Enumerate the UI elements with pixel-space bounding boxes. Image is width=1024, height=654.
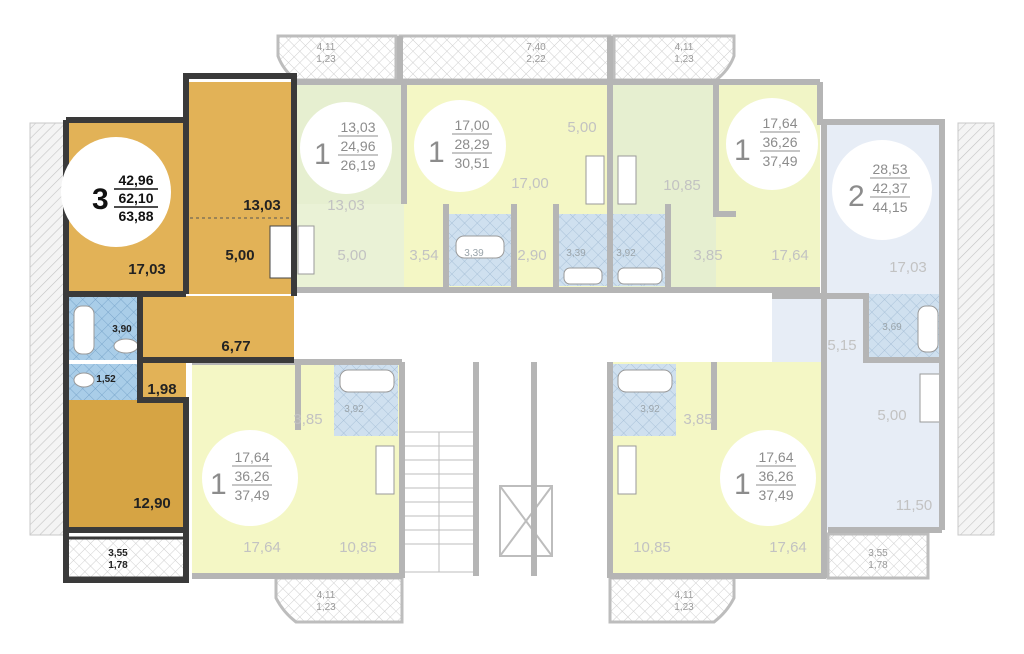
balcony-bot-right <box>608 576 736 624</box>
room-area: 3,92 <box>640 404 660 415</box>
room-area: 3,92 <box>616 248 636 259</box>
balcony-area: 4,11 <box>675 42 694 53</box>
badge-apt-3-living: 42,96 <box>118 172 153 188</box>
room-area: 1,52 <box>96 374 116 385</box>
badge-rooms: 1 <box>734 468 751 501</box>
room-area: 5,00 <box>337 247 366 264</box>
balcony-bot-left <box>274 576 404 624</box>
badge-apt-1-bot-left[interactable]: 1 17,64 36,26 37,49 <box>202 430 298 526</box>
room-area: 17,64 <box>769 539 807 556</box>
badge-living: 17,64 <box>758 449 793 465</box>
badge-total-balcony: 30,51 <box>454 155 489 171</box>
badge-apt-3-total-balcony: 63,88 <box>118 208 153 224</box>
room-area: 10,85 <box>663 177 701 194</box>
room-area: 3,85 <box>693 247 722 264</box>
balcony-coef: 2,22 <box>526 54 546 65</box>
badge-apt-1-top-right[interactable]: 1 17,64 36,26 37,49 <box>726 98 818 190</box>
apt-3-room-c[interactable] <box>66 400 186 530</box>
room-area: 17,03 <box>889 259 927 276</box>
facade-hatch-left <box>29 122 65 536</box>
badge-total: 24,96 <box>340 138 375 154</box>
apt-3-kitchen-counter <box>269 225 295 279</box>
badge-living: 17,00 <box>454 117 489 133</box>
balcony-coef: 1,23 <box>316 54 336 65</box>
balcony-coef: 1,78 <box>868 560 888 571</box>
apt-3-walls <box>63 73 297 583</box>
room-area: 2,90 <box>517 247 546 264</box>
room-area: 11,50 <box>896 497 932 514</box>
room-area: 6,77 <box>221 338 250 355</box>
room-area: 3,85 <box>293 411 322 428</box>
room-area: 3,85 <box>683 411 712 428</box>
room-area: 5,00 <box>877 407 906 424</box>
badge-total: 36,26 <box>758 468 793 484</box>
balcony-area: 4,11 <box>317 42 336 53</box>
balcony-area: 7,40 <box>526 42 546 53</box>
badge-living: 28,53 <box>872 161 907 177</box>
facade-hatch-right <box>957 122 995 536</box>
balcony-area: 3,55 <box>868 548 888 559</box>
room-area: 13,03 <box>243 197 281 214</box>
room-area: 17,03 <box>128 261 166 278</box>
room-area: 12,90 <box>133 495 171 512</box>
room-area: 5,00 <box>567 119 596 136</box>
room-area: 1,98 <box>147 381 176 398</box>
room-area: 3,39 <box>464 248 484 259</box>
balcony-coef: 1,78 <box>108 560 128 571</box>
room-area: 3,90 <box>112 324 132 335</box>
balcony-area: 3,55 <box>108 548 128 559</box>
badge-rooms: 2 <box>848 180 865 213</box>
balcony-a2 <box>826 532 930 580</box>
stairwell <box>403 431 475 573</box>
room-area: 10,85 <box>339 539 377 556</box>
room-area: 3,54 <box>409 247 438 264</box>
elevator <box>499 485 553 557</box>
badge-rooms: 1 <box>314 138 331 171</box>
badge-total: 36,26 <box>234 468 269 484</box>
badge-apt-1-top-left[interactable]: 1 13,03 24,96 26,19 <box>300 102 392 194</box>
badge-total: 42,37 <box>872 180 907 196</box>
badge-rooms: 1 <box>734 134 751 167</box>
balcony-coef: 1,23 <box>674 602 694 613</box>
badge-total: 36,26 <box>762 134 797 150</box>
room-area: 5,15 <box>827 337 856 354</box>
badge-total-balcony: 26,19 <box>340 157 375 173</box>
badge-apt-3-rooms: 3 <box>92 183 109 216</box>
room-area: 17,00 <box>511 175 549 192</box>
balcony-coef: 1,23 <box>316 602 336 613</box>
badge-apt-3[interactable]: 3 42,96 62,10 63,88 <box>61 137 171 247</box>
badge-living: 13,03 <box>340 119 375 135</box>
room-area: 5,00 <box>225 247 254 264</box>
balcony-coef: 1,23 <box>674 54 694 65</box>
badge-apt-2[interactable]: 2 28,53 42,37 44,15 <box>832 140 932 240</box>
badge-apt-1-bot-right[interactable]: 1 17,64 36,26 37,49 <box>720 430 816 526</box>
room-area: 13,03 <box>327 197 365 214</box>
balcony-area: 4,11 <box>675 590 694 601</box>
badge-rooms: 1 <box>210 468 227 501</box>
badge-total-balcony: 37,49 <box>758 487 793 503</box>
apt-3-hall[interactable] <box>140 296 294 360</box>
room-area: 3,39 <box>566 248 586 259</box>
room-area: 10,85 <box>633 539 671 556</box>
badge-total-balcony: 37,49 <box>234 487 269 503</box>
balcony-area: 4,11 <box>317 590 336 601</box>
badge-apt-1-top-mid[interactable]: 1 17,00 28,29 30,51 <box>414 100 506 192</box>
badge-living: 17,64 <box>234 449 269 465</box>
badge-apt-3-total: 62,10 <box>118 190 153 206</box>
badge-rooms: 1 <box>428 136 445 169</box>
badge-total-balcony: 44,15 <box>872 199 907 215</box>
room-area: 17,64 <box>771 247 809 264</box>
badge-total-balcony: 37,49 <box>762 153 797 169</box>
fixtures <box>73 155 941 495</box>
badge-total: 28,29 <box>454 136 489 152</box>
badge-living: 17,64 <box>762 115 797 131</box>
apt-3-corridor[interactable] <box>140 356 186 402</box>
room-area: 3,69 <box>882 322 902 333</box>
room-area: 3,92 <box>344 404 364 415</box>
room-area: 17,64 <box>243 539 281 556</box>
walls <box>192 36 945 579</box>
balcony-top-mid <box>398 34 612 82</box>
